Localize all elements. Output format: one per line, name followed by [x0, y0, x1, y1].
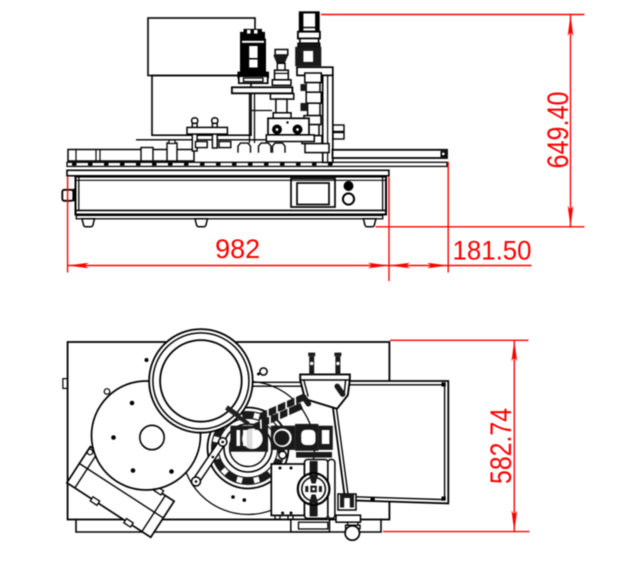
svg-text:181.50: 181.50	[453, 235, 532, 265]
svg-text:982: 982	[215, 234, 260, 264]
svg-text:649.40: 649.40	[542, 92, 575, 169]
svg-text:582.74: 582.74	[485, 408, 518, 484]
